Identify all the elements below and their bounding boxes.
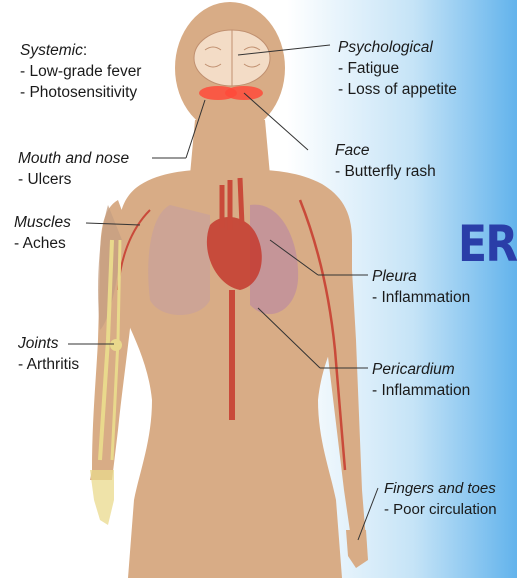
label-psychological-item-1: - Fatigue bbox=[338, 60, 399, 77]
label-muscles-heading: Muscles bbox=[14, 214, 71, 231]
label-mouth-nose-item-1: - Ulcers bbox=[18, 171, 71, 188]
label-muscles-item-1: - Aches bbox=[14, 235, 66, 252]
brain bbox=[194, 30, 270, 86]
label-face-item-1: - Butterfly rash bbox=[335, 163, 436, 180]
label-systemic-item-1: - Low-grade fever bbox=[20, 63, 141, 80]
label-fingers-toes-heading: Fingers and toes bbox=[384, 480, 496, 497]
label-pleura-item-1: - Inflammation bbox=[372, 289, 470, 306]
label-joints-heading: Joints bbox=[18, 335, 59, 352]
label-face-heading: Face bbox=[335, 142, 369, 159]
label-pericardium: Pericardium - Inflammation bbox=[372, 359, 470, 401]
label-mouth-nose: Mouth and nose - Ulcers bbox=[18, 148, 129, 190]
label-muscles: Muscles - Aches bbox=[14, 212, 71, 254]
butterfly-rash bbox=[199, 86, 263, 100]
label-fingers-toes-item-1: - Poor circulation bbox=[384, 501, 497, 518]
label-systemic: Systemic: - Low-grade fever - Photosensi… bbox=[20, 40, 141, 103]
label-joints-item-1: - Arthritis bbox=[18, 356, 79, 373]
label-systemic-heading: Systemic bbox=[20, 42, 83, 59]
label-pleura: Pleura - Inflammation bbox=[372, 266, 470, 308]
label-pleura-heading: Pleura bbox=[372, 268, 417, 285]
label-face: Face - Butterfly rash bbox=[335, 140, 436, 182]
label-pericardium-heading: Pericardium bbox=[372, 361, 455, 378]
label-joints: Joints - Arthritis bbox=[18, 333, 79, 375]
label-psychological-item-2: - Loss of appetite bbox=[338, 81, 457, 98]
label-mouth-nose-heading: Mouth and nose bbox=[18, 150, 129, 167]
partial-background-text: ER bbox=[458, 215, 516, 273]
label-systemic-item-2: - Photosensitivity bbox=[20, 84, 137, 101]
label-systemic-colon: : bbox=[83, 42, 87, 59]
label-fingers-toes: Fingers and toes - Poor circulation bbox=[384, 478, 497, 520]
label-psychological: Psychological - Fatigue - Loss of appeti… bbox=[338, 37, 457, 100]
label-pericardium-item-1: - Inflammation bbox=[372, 382, 470, 399]
label-psychological-heading: Psychological bbox=[338, 39, 433, 56]
